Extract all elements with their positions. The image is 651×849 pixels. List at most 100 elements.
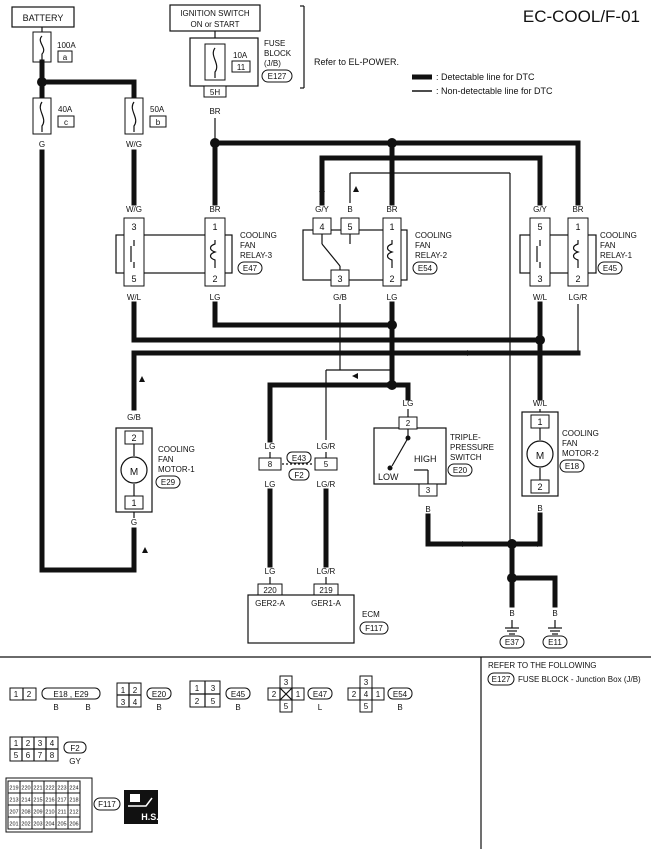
motor1-pin-2: 2 (131, 433, 136, 443)
motor1-label-2: FAN (158, 455, 174, 464)
cooling-fan-motor-2: W/L 1 2 M COOLING FAN MOTOR-2 E18 B (521, 399, 599, 513)
fuse-50a-box (124, 97, 144, 135)
switch-label-3: SWITCH (450, 453, 482, 462)
fuse-40a-label: 40A (58, 105, 73, 114)
relay-coil-icon (209, 240, 217, 268)
battery-label: BATTERY (23, 13, 64, 23)
wire-label-wg-relay3: W/G (126, 205, 142, 214)
ecm-terminal-220: 220 (263, 586, 277, 595)
c5-conn: E54 (393, 690, 408, 699)
c4-pin-1: 1 (296, 690, 301, 699)
f117-terminal-205: 205 (57, 822, 66, 828)
f117-terminal-223: 223 (57, 786, 66, 792)
wire-label-lg-relay2: LG (387, 293, 398, 302)
f117-terminal-212: 212 (69, 810, 78, 816)
cooling-fan-motor-1: G/B 2 1 M COOLING FAN MOTOR-1 E29 G (115, 413, 195, 527)
wire-label-b-motor2: B (537, 504, 542, 513)
c2-pin-4: 4 (133, 698, 138, 707)
switch-lever-icon (391, 437, 409, 467)
motor2-label-1: COOLING (562, 429, 599, 438)
wire-label-lg-joint-b: LG (265, 480, 276, 489)
joint-connector-e43-f2: LG LG/R 8 5 E43 F2 LG LG/R (258, 442, 338, 489)
relay3-pin-3: 3 (131, 222, 136, 232)
refer-el-power: Refer to EL-POWER. (314, 57, 399, 67)
c3-pin-3: 3 (211, 684, 216, 693)
f117-terminal-204: 204 (45, 822, 54, 828)
fuse-50a-label: 50A (150, 105, 165, 114)
wire-label-br-relay3: BR (209, 205, 220, 214)
connector-e47: 3 2 1 5 E47 L (267, 675, 333, 713)
legend-detectable: : Detectable line for DTC (436, 72, 535, 82)
fuse-block-conn: E127 (268, 72, 287, 81)
f117-terminal-214: 214 (21, 798, 30, 804)
f117-terminal-220: 220 (21, 786, 30, 792)
wire-label-b-relay2: B (347, 205, 352, 214)
c1-pin-2: 2 (27, 690, 32, 699)
wire-label-wl-relay1: W/L (533, 293, 548, 302)
fuse-40a-box (32, 97, 52, 135)
wire-label-lgr-joint-b: LG/R (317, 480, 336, 489)
relay-coil-icon (572, 240, 580, 268)
fuse-100a-id: a (63, 53, 68, 62)
motor1-symbol: M (130, 467, 138, 478)
c4-pin-3: 3 (284, 678, 289, 687)
c2-color: B (156, 703, 161, 712)
relay2-pin-2: 2 (389, 274, 394, 284)
wire-label-br-top: BR (209, 107, 220, 116)
relay1-pin-1: 1 (575, 222, 580, 232)
ecm-label: ECM (362, 610, 380, 619)
switch-label-1: TRIPLE- (450, 433, 481, 442)
wire-label-gy-relay2: G/Y (315, 205, 329, 214)
c5-color: B (397, 703, 402, 712)
motor2-pin-1: 1 (537, 417, 542, 427)
relay3-pin-5: 5 (131, 274, 136, 284)
relay-coil-icon (386, 240, 394, 268)
wire-label-b-ground2: B (552, 609, 557, 618)
c6-pin-4: 4 (50, 739, 55, 748)
f117-terminal-218: 218 (69, 798, 78, 804)
c3-conn: E45 (231, 690, 246, 699)
motor2-conn: E18 (565, 462, 580, 471)
page-code: EC-COOL/F-01 (523, 7, 640, 26)
wire-label-br-relay1: BR (572, 205, 583, 214)
c2-pin-2: 2 (133, 686, 138, 695)
c6-conn: F2 (70, 744, 80, 753)
c7-conn: F117 (98, 800, 116, 809)
cooling-fan-relay-1: 5 1 3 2 COOLING FAN RELAY-1 E45 (519, 217, 637, 287)
relay3-label-2: FAN (240, 241, 256, 250)
ground-e11: E11 (548, 638, 562, 647)
wire-label-lg-ecm: LG (265, 567, 276, 576)
f117-terminal-222: 222 (45, 786, 54, 792)
fuse-40a-icon (39, 101, 45, 132)
wire-label-gb-relay2: G/B (333, 293, 347, 302)
switch-pin-3: 3 (426, 486, 431, 495)
hs-label: H.S. (141, 812, 159, 822)
connector-e54: 3 2 4 1 5 E54 B (347, 675, 413, 713)
fuse-5h: 5H (210, 88, 220, 97)
relay1-label-1: COOLING (600, 231, 637, 240)
wire-label-lgr-relay1: LG/R (569, 293, 588, 302)
f117-terminal-209: 209 (33, 810, 42, 816)
ignition-switch-block: IGNITION SWITCH ON or START (169, 4, 261, 32)
c5-pin-5: 5 (364, 702, 369, 711)
ecm-gr2: GER2-A (255, 599, 285, 608)
f117-terminal-221: 221 (33, 786, 42, 792)
c6-color: GY (69, 757, 81, 766)
cooling-fan-relay-3: 3 1 5 2 COOLING FAN RELAY-3 E47 (115, 217, 277, 287)
c6-pin-6: 6 (26, 751, 31, 760)
c5-pin-1: 1 (376, 690, 381, 699)
c3-color: B (235, 703, 240, 712)
triple-pressure-switch: LG 2 HIGH LOW 3 TRIPLE- PRESSURE SWITCH … (373, 399, 494, 514)
battery-block: BATTERY (11, 6, 75, 28)
motor1-pin-1: 1 (131, 498, 136, 508)
fuse-block-label-1: FUSE (264, 39, 285, 48)
c2-pin-1: 1 (121, 686, 126, 695)
fuse-block-label-3: (J/B) (264, 59, 281, 68)
relay2-label-1: COOLING (415, 231, 452, 240)
motor2-symbol: M (536, 451, 544, 462)
relay3-pin-2: 2 (212, 274, 217, 284)
relay1-pin-3: 3 (537, 274, 542, 284)
relay1-pin-5: 5 (537, 222, 542, 232)
motor-icon (526, 440, 554, 468)
relay2-pin-3: 3 (337, 274, 342, 284)
